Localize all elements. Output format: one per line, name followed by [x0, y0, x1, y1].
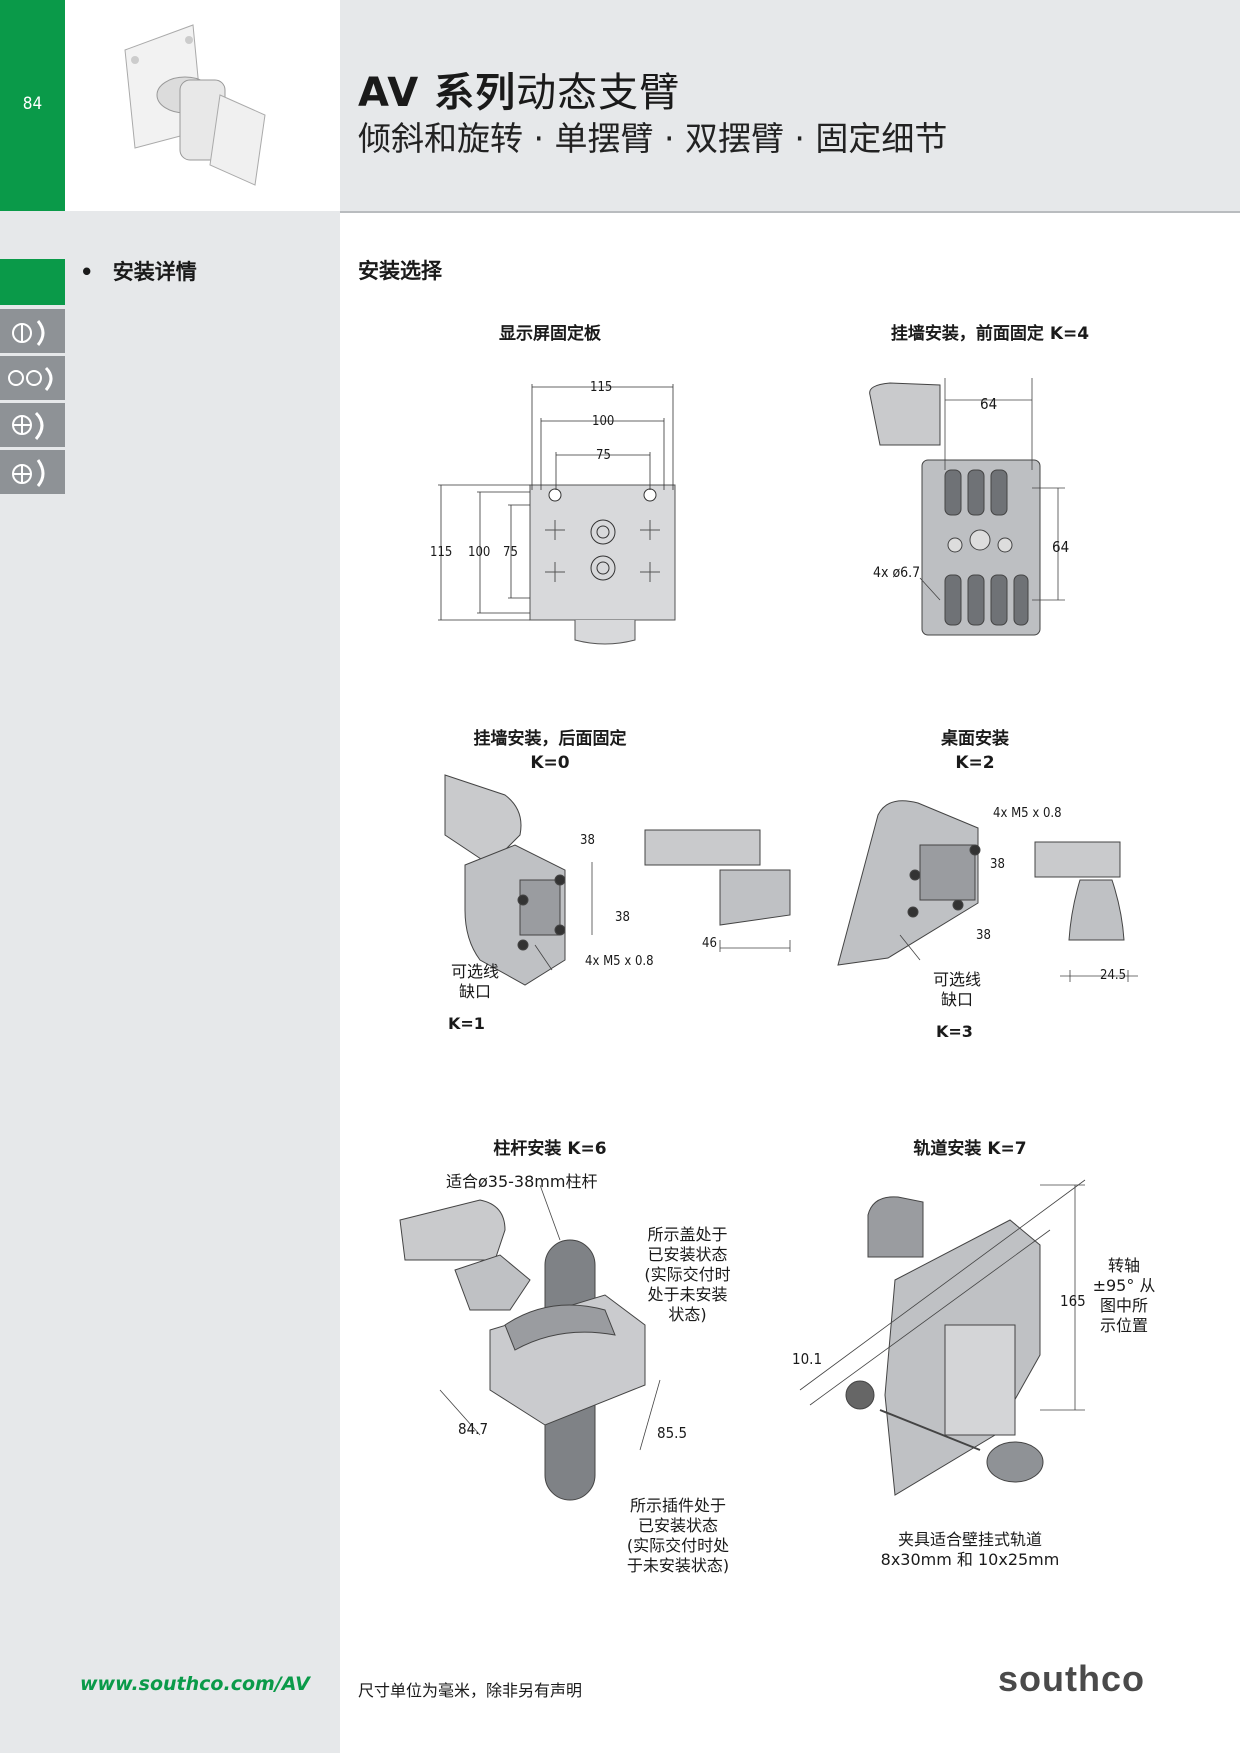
- cable-notch-note: 可选线 缺口: [440, 962, 510, 1002]
- fixed-detail-icon-glyph: [12, 459, 45, 487]
- double-arm-icon[interactable]: [0, 356, 65, 400]
- note-line: 缺口: [940, 990, 973, 1009]
- note-line: 示位置: [1099, 1316, 1148, 1335]
- cable-notch-note: 可选线 缺口: [922, 970, 992, 1010]
- section-title: 安装选择: [358, 259, 442, 283]
- dim-label: 4x ø6.7: [873, 565, 921, 581]
- note-line: 已安装状态: [647, 1245, 728, 1264]
- dim-label: 38: [976, 928, 991, 943]
- note-line: 处于未安装: [647, 1285, 728, 1304]
- southco-logo: southco: [998, 1658, 1145, 1699]
- dim-label: 75: [596, 448, 611, 463]
- dim-label: 64: [1052, 538, 1070, 556]
- page-subtitle: 倾斜和旋转 · 单摆臂 · 双摆臂 · 固定细节: [358, 119, 948, 158]
- header-band: [340, 0, 1240, 213]
- desk-drawing: [837, 800, 1138, 982]
- title-bold-part: AV 系列: [358, 70, 517, 116]
- dim-label: 38: [990, 857, 1005, 872]
- units-note: 尺寸单位为毫米，除非另有声明: [358, 1681, 583, 1700]
- k-label: K=3: [936, 1022, 973, 1041]
- caption-line: 挂墙安装，后面固定: [473, 729, 627, 749]
- tilt-swivel-icon-glyph: [12, 320, 45, 346]
- dim-label: 85.5: [657, 1424, 688, 1442]
- note-line: 状态): [668, 1305, 707, 1324]
- caption-line: K=2: [955, 753, 995, 773]
- page-tab: [0, 0, 65, 211]
- dim-label: 115: [590, 380, 613, 395]
- page-title: AV 系列动态支臂: [358, 60, 680, 118]
- dim-label: 38: [580, 833, 595, 848]
- display-plate-drawing: [438, 384, 676, 645]
- dim-label: 165: [1060, 1292, 1086, 1310]
- pole-caption: 柱杆安装 K=6: [493, 1139, 607, 1159]
- fixed-detail-icon[interactable]: [0, 450, 65, 494]
- sidebar-item-install-details[interactable]: • 安装详情: [80, 256, 197, 286]
- rail-caption: 轨道安装 K=7: [913, 1139, 1027, 1159]
- dim-label: 24.5: [1100, 968, 1127, 983]
- dim-label: 100: [592, 414, 615, 429]
- note-line: 可选线: [932, 970, 981, 989]
- sidebar-item-label: 安装详情: [112, 260, 197, 284]
- dim-label: 64: [980, 395, 998, 413]
- note-line: 所示插件处于: [629, 1496, 726, 1515]
- double-arm-icon-glyph: [8, 366, 53, 391]
- tilt-swivel-icon[interactable]: [0, 309, 65, 353]
- wall-front-drawing: [869, 378, 1065, 636]
- note-line: 8x30mm 和 10x25mm: [880, 1550, 1060, 1569]
- pole-drawing: [399, 1184, 661, 1501]
- dim-label: 38: [615, 910, 630, 925]
- page-number: 84: [22, 94, 43, 114]
- caption-line: K=0: [530, 753, 570, 773]
- note-line: 可选线: [450, 962, 499, 981]
- clamp-note: 夹具适合壁挂式轨道 8x30mm 和 10x25mm: [850, 1530, 1090, 1570]
- dim-label: 115: [430, 545, 453, 560]
- product-image: [124, 24, 266, 186]
- note-line: 所示盖处于: [647, 1225, 728, 1244]
- note-line: ±95° 从: [1092, 1276, 1156, 1295]
- k-label: K=1: [448, 1014, 485, 1033]
- dim-label: 46: [702, 936, 717, 951]
- note-line: 转轴: [1107, 1256, 1140, 1275]
- display-plate-caption: 显示屏固定板: [499, 324, 601, 344]
- note-line: 图中所: [1099, 1296, 1148, 1315]
- single-arm-icon[interactable]: [0, 403, 65, 447]
- dim-label: 100: [468, 545, 491, 560]
- insert-note: 所示插件处于 已安装状态 (实际交付时处 于未安装状态): [618, 1496, 738, 1576]
- wall-front-caption: 挂墙安装，前面固定 K=4: [890, 324, 1090, 344]
- single-arm-icon-glyph: [12, 411, 44, 440]
- bullet: •: [80, 260, 94, 284]
- note-line: (实际交付时处: [626, 1536, 730, 1555]
- wall-back-caption: 挂墙安装，后面固定 K=0: [440, 727, 660, 775]
- cover-note: 所示盖处于 已安装状态 (实际交付时 处于未安装 状态): [630, 1225, 745, 1325]
- dim-label: 10.1: [792, 1350, 823, 1368]
- dim-label: 4x M5 x 0.8: [993, 806, 1062, 821]
- note-line: 夹具适合壁挂式轨道: [897, 1530, 1042, 1549]
- dim-label: 4x M5 x 0.8: [585, 954, 654, 969]
- desk-caption: 桌面安装 K=2: [865, 727, 1085, 775]
- note-line: 已安装状态: [637, 1516, 718, 1535]
- dim-label: 75: [503, 545, 518, 560]
- rail-drawing: [799, 1179, 1086, 1496]
- note-line: (实际交付时: [644, 1265, 731, 1284]
- note-line: 缺口: [458, 982, 491, 1001]
- website-link[interactable]: www.southco.com/AV: [80, 1673, 310, 1695]
- dim-label: 84.7: [458, 1420, 489, 1438]
- title-rest-part: 动态支臂: [516, 70, 681, 116]
- pole-fit-note: 适合ø35-38mm柱杆: [446, 1172, 598, 1191]
- note-line: 于未安装状态): [626, 1556, 730, 1575]
- caption-line: 桌面安装: [941, 729, 1009, 749]
- product-image-area: [65, 0, 340, 211]
- active-section-marker: [0, 259, 65, 305]
- pivot-note: 转轴 ±95° 从 图中所 示位置: [1092, 1256, 1156, 1336]
